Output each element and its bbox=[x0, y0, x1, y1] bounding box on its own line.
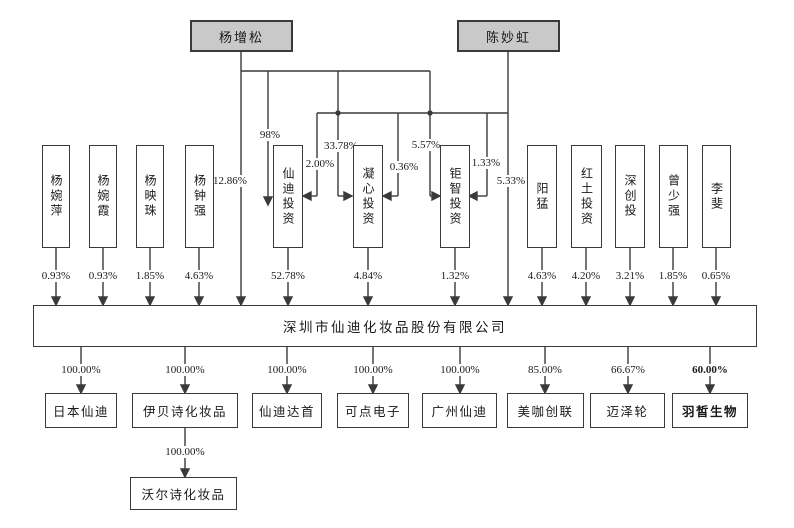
edge-label-yzs-company: 12.86% bbox=[212, 175, 248, 187]
edges-shareholders-company bbox=[50, 248, 722, 307]
subsidiary-name: 仙迪达首 bbox=[258, 405, 315, 419]
shareholder-name: 阳猛 bbox=[535, 181, 549, 212]
subsidiary-box-woershi: 沃尔诗化妆品 bbox=[130, 477, 237, 510]
pct-hongtu-invest: 4.20% bbox=[570, 270, 602, 282]
subsidiary-name: 可点电子 bbox=[344, 405, 401, 419]
pct-ribenxiandi: 100.00% bbox=[60, 364, 102, 376]
pct-xiandi-invest: 52.78% bbox=[270, 270, 306, 282]
shareholder-name: 钜智投资 bbox=[448, 166, 462, 227]
subsidiary-name: 伊贝诗化妆品 bbox=[142, 405, 227, 419]
subsidiary-box-meikachuanglian: 美咖创联 bbox=[507, 393, 584, 428]
pct-ningxin-invest: 4.84% bbox=[352, 270, 384, 282]
edge-label-yzs-juzhi: 5.57% bbox=[410, 139, 442, 151]
company-box: 深圳市仙迪化妆品股份有限公司 bbox=[33, 305, 757, 347]
edge-label-cmh-xiandi: 2.00% bbox=[304, 158, 336, 170]
pct-yangyingzhu: 1.85% bbox=[134, 270, 166, 282]
subsidiary-box-guangzhouxiandi: 广州仙迪 bbox=[422, 393, 497, 428]
pct-yuxishengwu: 60.00% bbox=[691, 364, 729, 376]
subsidiary-name: 日本仙迪 bbox=[52, 405, 109, 419]
pct-kediandianzi: 100.00% bbox=[352, 364, 394, 376]
subsidiary-name: 迈泽轮 bbox=[606, 405, 649, 419]
edge-label-cmh-juzhi: 1.33% bbox=[470, 157, 502, 169]
shareholder-name: 杨婉萍 bbox=[49, 174, 63, 219]
shareholder-box-yangwanping: 杨婉萍 bbox=[42, 145, 70, 248]
shareholder-name: 红土投资 bbox=[579, 166, 594, 227]
shareholder-name: 杨钟强 bbox=[192, 174, 207, 219]
edge-label-yzs-xiandi: 98% bbox=[258, 129, 282, 141]
pct-yangzhongqiang: 4.63% bbox=[183, 270, 215, 282]
pct-yibeishi: 100.00% bbox=[164, 364, 206, 376]
shareholder-name: 杨映珠 bbox=[143, 174, 157, 219]
subsidiary-box-yuxishengwu: 羽皙生物 bbox=[672, 393, 748, 428]
edge-label-cmh-company: 5.33% bbox=[495, 175, 527, 187]
shareholder-box-yangzhongqiang: 杨钟强 bbox=[185, 145, 214, 248]
pct-yangwanxia: 0.93% bbox=[87, 270, 119, 282]
shareholder-name: 李斐 bbox=[709, 181, 724, 212]
shareholder-box-xiandi-invest: 仙迪投资 bbox=[273, 145, 303, 248]
pct-yangmeng: 4.63% bbox=[526, 270, 558, 282]
subsidiary-name: 美咖创联 bbox=[517, 405, 574, 419]
pct-zengshaoqiang: 1.85% bbox=[657, 270, 689, 282]
shareholder-box-yangyingzhu: 杨映珠 bbox=[136, 145, 164, 248]
shareholder-name: 陈妙虹 bbox=[485, 29, 531, 45]
edge-label-cmh-ningxin: 0.36% bbox=[388, 161, 420, 173]
shareholder-box-juzhi-invest: 钜智投资 bbox=[440, 145, 470, 248]
pct-juzhi-invest: 1.32% bbox=[439, 270, 471, 282]
shareholder-name: 曾少强 bbox=[666, 174, 681, 219]
shareholder-box-chenmiaohong: 陈妙虹 bbox=[457, 20, 560, 52]
pct-guangzhouxiandi: 100.00% bbox=[439, 364, 481, 376]
shareholder-name: 仙迪投资 bbox=[281, 166, 295, 227]
shareholder-box-zengshaoqiang: 曾少强 bbox=[659, 145, 688, 248]
subsidiary-box-ribenxiandi: 日本仙迪 bbox=[45, 393, 117, 428]
edges-company-subsidiaries bbox=[75, 347, 716, 395]
subsidiary-box-yibeishi: 伊贝诗化妆品 bbox=[132, 393, 238, 428]
shareholder-box-hongtu-invest: 红土投资 bbox=[571, 145, 602, 248]
pct-woershi: 100.00% bbox=[164, 446, 206, 458]
shareholder-box-yangmeng: 阳猛 bbox=[527, 145, 557, 248]
pct-meikachuanglian: 85.00% bbox=[527, 364, 563, 376]
subsidiary-name: 沃尔诗化妆品 bbox=[141, 488, 226, 502]
subsidiary-box-xiandidashou: 仙迪达首 bbox=[252, 393, 322, 428]
subsidiary-name: 羽皙生物 bbox=[681, 405, 738, 419]
shareholder-box-yangwanxia: 杨婉霞 bbox=[89, 145, 117, 248]
shareholder-box-shenchuangtou: 深创投 bbox=[615, 145, 645, 248]
shareholder-name: 凝心投资 bbox=[361, 166, 375, 227]
shareholder-name: 深创投 bbox=[623, 174, 637, 219]
shareholder-name: 杨增松 bbox=[218, 29, 264, 45]
shareholder-name: 杨婉霞 bbox=[96, 174, 110, 219]
pct-maizelun: 66.67% bbox=[610, 364, 646, 376]
pct-shenchuangtou: 3.21% bbox=[614, 270, 646, 282]
subsidiary-box-kediandianzi: 可点电子 bbox=[337, 393, 409, 428]
subsidiary-box-maizelun: 迈泽轮 bbox=[590, 393, 665, 428]
pct-yangwanping: 0.93% bbox=[40, 270, 72, 282]
shareholder-box-ningxin-invest: 凝心投资 bbox=[353, 145, 383, 248]
edge-chenmiaohong-branch bbox=[301, 112, 508, 202]
pct-lifei: 0.65% bbox=[700, 270, 732, 282]
shareholder-box-yangzengsong: 杨增松 bbox=[190, 20, 293, 52]
subsidiary-name: 广州仙迪 bbox=[431, 405, 488, 419]
edge-label-yzs-ningxin: 33.78% bbox=[323, 140, 359, 152]
company-name: 深圳市仙迪化妆品股份有限公司 bbox=[283, 320, 507, 335]
pct-xiandidashou: 100.00% bbox=[266, 364, 308, 376]
shareholder-box-lifei: 李斐 bbox=[702, 145, 731, 248]
